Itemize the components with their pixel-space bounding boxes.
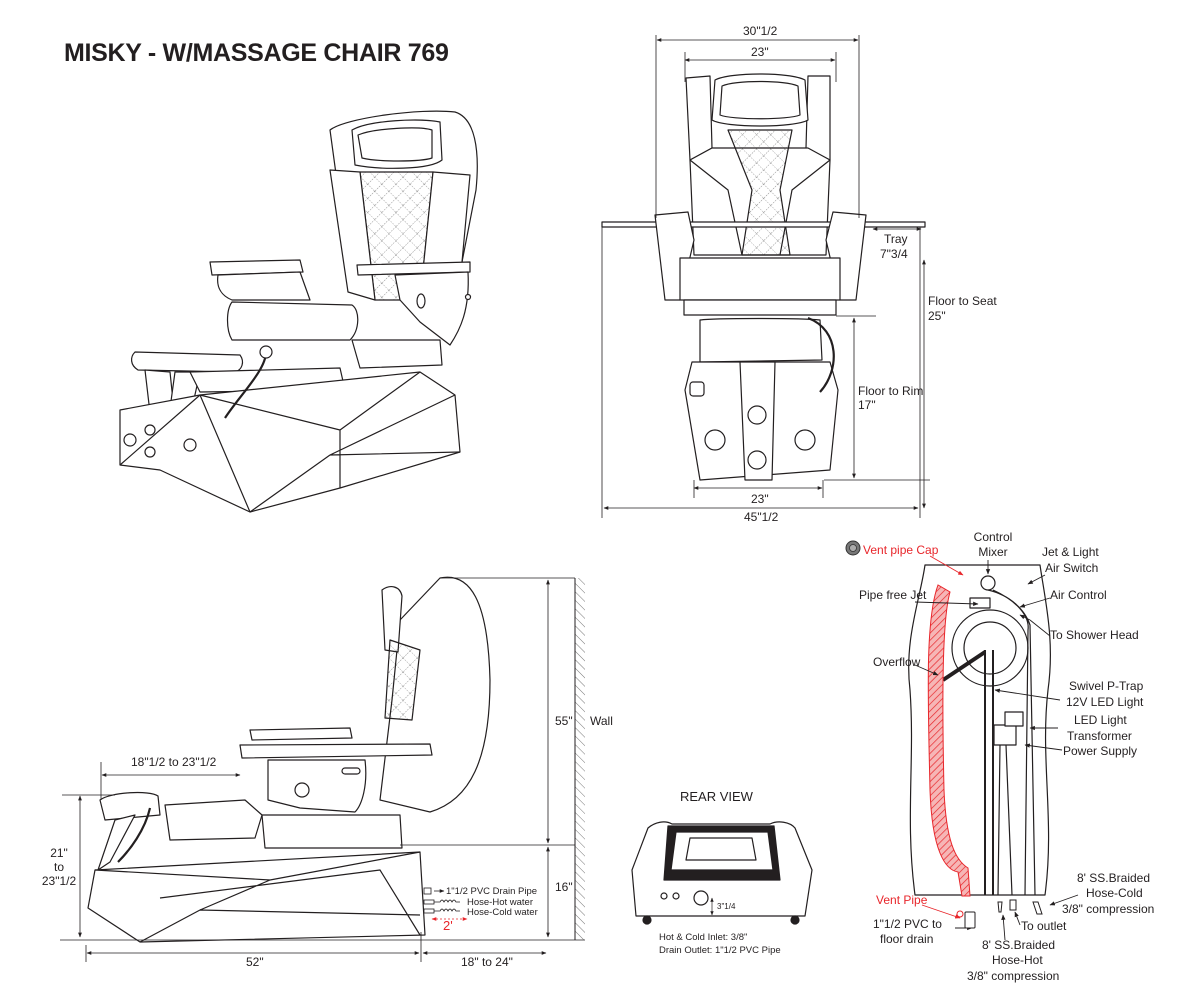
tray-value: 7"3/4: [880, 247, 908, 261]
floor-to-seat-value: 25": [928, 309, 946, 323]
floor-to-rim-value: 17": [858, 398, 876, 412]
led-light-12v-label: 12V LED Light: [1066, 695, 1144, 709]
led-transformer-label-2: Transformer: [1067, 729, 1132, 743]
dim-wall-clearance: 18" to 24": [461, 955, 513, 969]
to-shower-head-label: To Shower Head: [1050, 628, 1139, 642]
cold-hose-label-1: 8' SS.Braided: [1077, 871, 1151, 885]
rear-view-drawing: [631, 821, 813, 925]
wall-hatch: [575, 578, 585, 940]
vent-pipe-cap-label: Vent pipe Cap: [863, 543, 939, 557]
inlet-height-label: 3"1/4: [717, 902, 736, 911]
vent-pipe-shape: [927, 584, 971, 897]
floor-to-rim-label: Floor to Rim: [858, 384, 924, 398]
hose-cold-label: Hose-Cold water: [467, 907, 538, 918]
pvc-drain-label-1: 1"1/2 PVC to: [873, 917, 942, 931]
front-view-dimensions: [601, 35, 930, 518]
wall-label: Wall: [590, 714, 613, 728]
hot-hose-label-1: 8' SS.Braided: [982, 938, 1056, 952]
pvc-drain-label-2: floor drain: [880, 932, 934, 946]
dim-height-upper: 55": [555, 714, 573, 728]
drain-pipe-label: 1"1/2 PVC Drain Pipe: [446, 886, 538, 897]
dim-footrest-height-3: 23"1/2: [41, 874, 77, 888]
hot-hose-label-2: Hose-Hot: [992, 953, 1043, 967]
floor-to-seat-label: Floor to Seat: [928, 294, 997, 308]
jet-light-label-1: Jet & Light: [1042, 545, 1099, 559]
pipe-free-jet-label: Pipe free Jet: [859, 588, 927, 602]
to-outlet-label: To outlet: [1021, 919, 1067, 933]
hot-hose-label-3: 3/8" compression: [967, 969, 1060, 983]
cold-hose-label-3: 3/8" compression: [1062, 902, 1155, 916]
dim-overall-width: 30"1/2: [743, 24, 778, 38]
rear-note-drain: Drain Outlet: 1"1/2 PVC Pipe: [659, 945, 781, 956]
control-mixer-label-1: Control: [973, 530, 1013, 544]
air-control-label: Air Control: [1050, 588, 1107, 602]
swivel-ptrap-label: Swivel P-Trap: [1069, 679, 1144, 693]
power-supply-label: Power Supply: [1063, 744, 1138, 758]
overflow-label: Overflow: [873, 655, 921, 669]
dim-footrest-range: 18"1/2 to 23"1/2: [131, 755, 217, 769]
cold-hose-label-2: Hose-Cold: [1086, 886, 1143, 900]
isometric-chair-drawing: [119, 110, 478, 513]
dim-overall-length: 52": [246, 955, 264, 969]
hose-length-label: 2': [443, 918, 453, 933]
dim-back-width: 23": [751, 45, 769, 59]
front-view-drawing: [601, 73, 926, 481]
dim-footrest-height-1: 21": [50, 846, 68, 860]
hose-hot-label: Hose-Hot water: [467, 897, 533, 908]
vent-cap-icon: [845, 540, 861, 556]
dim-footrest-height-2: to: [53, 860, 64, 874]
led-transformer-label-1: LED Light: [1074, 713, 1127, 727]
tray-label: Tray: [884, 232, 908, 246]
dim-height-lower: 16": [555, 880, 573, 894]
dim-total-width: 45"1/2: [744, 510, 779, 524]
vent-pipe-label: Vent Pipe: [876, 893, 928, 907]
plumbing-leader-lines: [914, 555, 1079, 941]
dim-base-width: 23": [751, 492, 769, 506]
jet-light-label-2: Air Switch: [1045, 561, 1099, 575]
side-view-dimensions: [60, 577, 585, 962]
rear-note-inlet: Hot & Cold Inlet: 3/8": [659, 932, 748, 943]
control-mixer-label-2: Mixer: [978, 545, 1008, 559]
side-view-drawing: [87, 576, 491, 943]
rear-view-title: REAR VIEW: [680, 789, 753, 804]
diagram-title: MISKY - W/MASSAGE CHAIR 769: [64, 39, 449, 67]
